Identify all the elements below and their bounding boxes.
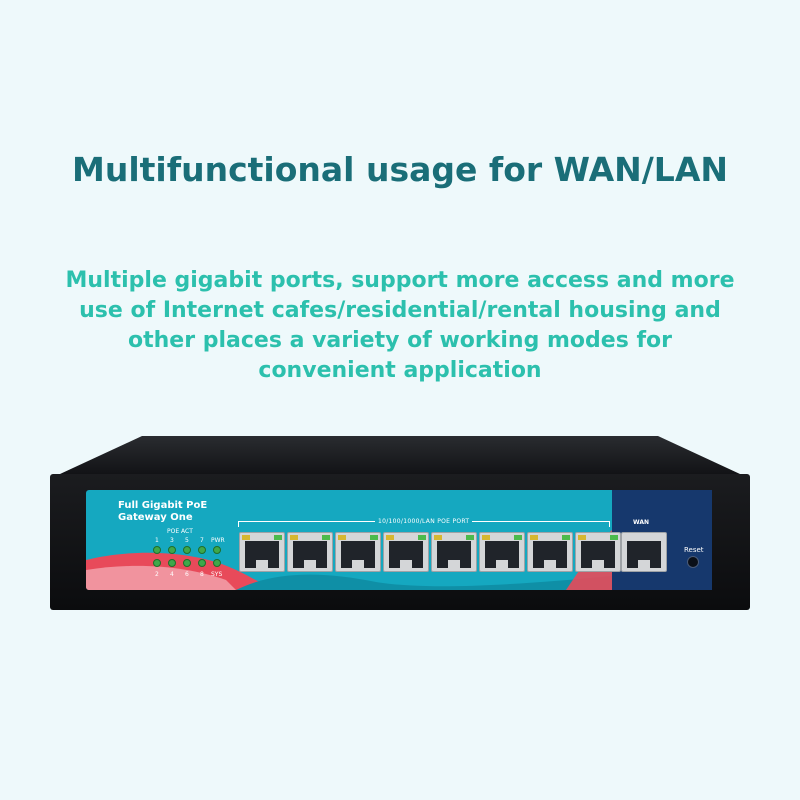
reset-button[interactable]: [687, 556, 699, 568]
port-led: [466, 535, 474, 540]
lan-port[interactable]: [287, 532, 333, 572]
lan-port[interactable]: [575, 532, 621, 572]
port-led: [370, 535, 378, 540]
port-led: [514, 535, 522, 540]
port-socket: [389, 541, 423, 568]
lan-port[interactable]: [527, 532, 573, 572]
led-number-top: PWR: [211, 537, 225, 544]
brand-line-2: Gateway One: [118, 512, 193, 523]
status-led: [183, 559, 191, 567]
port-led: [322, 535, 330, 540]
brand-label: Full Gigabit PoE Gateway One: [118, 500, 207, 524]
port-led: [242, 535, 250, 540]
led-number-top: 1: [155, 537, 159, 544]
lan-port[interactable]: [335, 532, 381, 572]
port-socket: [581, 541, 615, 568]
port-socket: [437, 541, 471, 568]
led-number-bottom: SYS: [211, 571, 223, 578]
wan-label: WAN: [633, 519, 650, 526]
port-led: [290, 535, 298, 540]
lan-port[interactable]: [431, 532, 477, 572]
port-socket: [293, 541, 327, 568]
status-led: [153, 546, 161, 554]
reset-label: Reset: [684, 546, 704, 554]
led-number-top: 7: [200, 537, 204, 544]
led-number-top: 5: [185, 537, 189, 544]
port-led: [418, 535, 426, 540]
port-socket: [341, 541, 375, 568]
port-led: [274, 535, 282, 540]
led-number-bottom: 4: [170, 571, 174, 578]
brand-line-1: Full Gigabit PoE: [118, 500, 208, 511]
port-socket: [245, 541, 279, 568]
port-led: [386, 535, 394, 540]
wan-port[interactable]: [621, 532, 667, 572]
port-led: [482, 535, 490, 540]
status-led: [198, 559, 206, 567]
status-led: [183, 546, 191, 554]
status-led: [198, 546, 206, 554]
led-number-bottom: 6: [185, 571, 189, 578]
status-led: [168, 559, 176, 567]
port-led: [434, 535, 442, 540]
description: Multiple gigabit ports, support more acc…: [65, 268, 735, 383]
status-led: [168, 546, 176, 554]
port-led: [530, 535, 538, 540]
lan-port[interactable]: [383, 532, 429, 572]
led-header: POE ACT: [167, 528, 193, 535]
port-socket: [533, 541, 567, 568]
port-led: [338, 535, 346, 540]
status-led: [213, 559, 221, 567]
lan-port-label: 10/100/1000/LAN POE PORT: [375, 518, 473, 525]
led-number-bottom: 8: [200, 571, 204, 578]
headline: Multifunctional usage for WAN/LAN: [72, 150, 728, 189]
port-socket: [485, 541, 519, 568]
port-led: [578, 535, 586, 540]
status-led: [153, 559, 161, 567]
port-led: [610, 535, 618, 540]
lan-port[interactable]: [479, 532, 525, 572]
led-number-top: 3: [170, 537, 174, 544]
lan-port[interactable]: [239, 532, 285, 572]
status-led: [213, 546, 221, 554]
port-led: [562, 535, 570, 540]
led-number-bottom: 2: [155, 571, 159, 578]
